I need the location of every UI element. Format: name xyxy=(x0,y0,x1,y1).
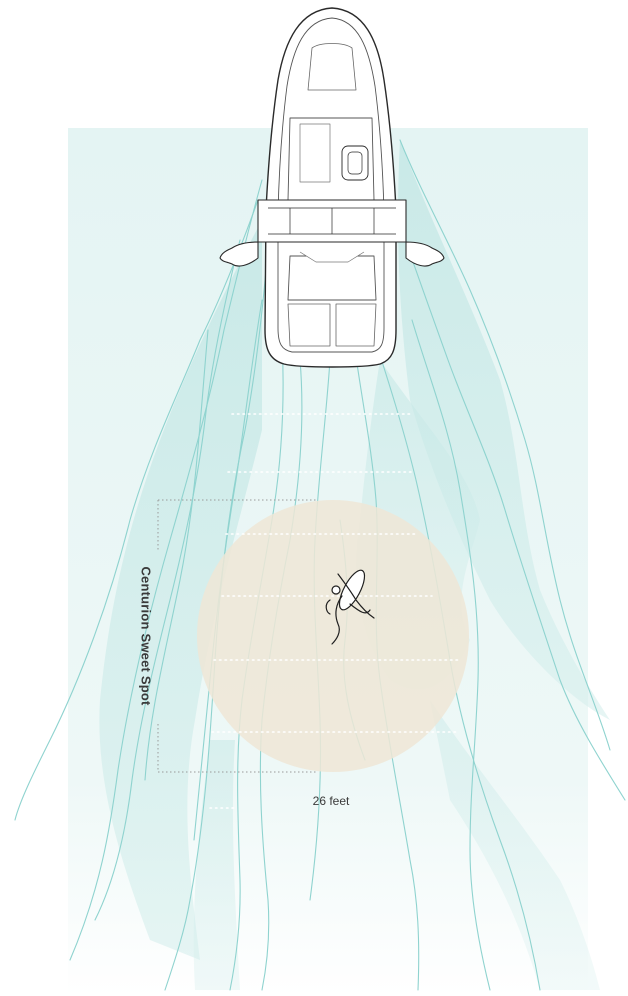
distance-label: 26 feet xyxy=(313,794,350,808)
sweet-spot-label: Centurion Sweet Spot xyxy=(139,566,154,705)
